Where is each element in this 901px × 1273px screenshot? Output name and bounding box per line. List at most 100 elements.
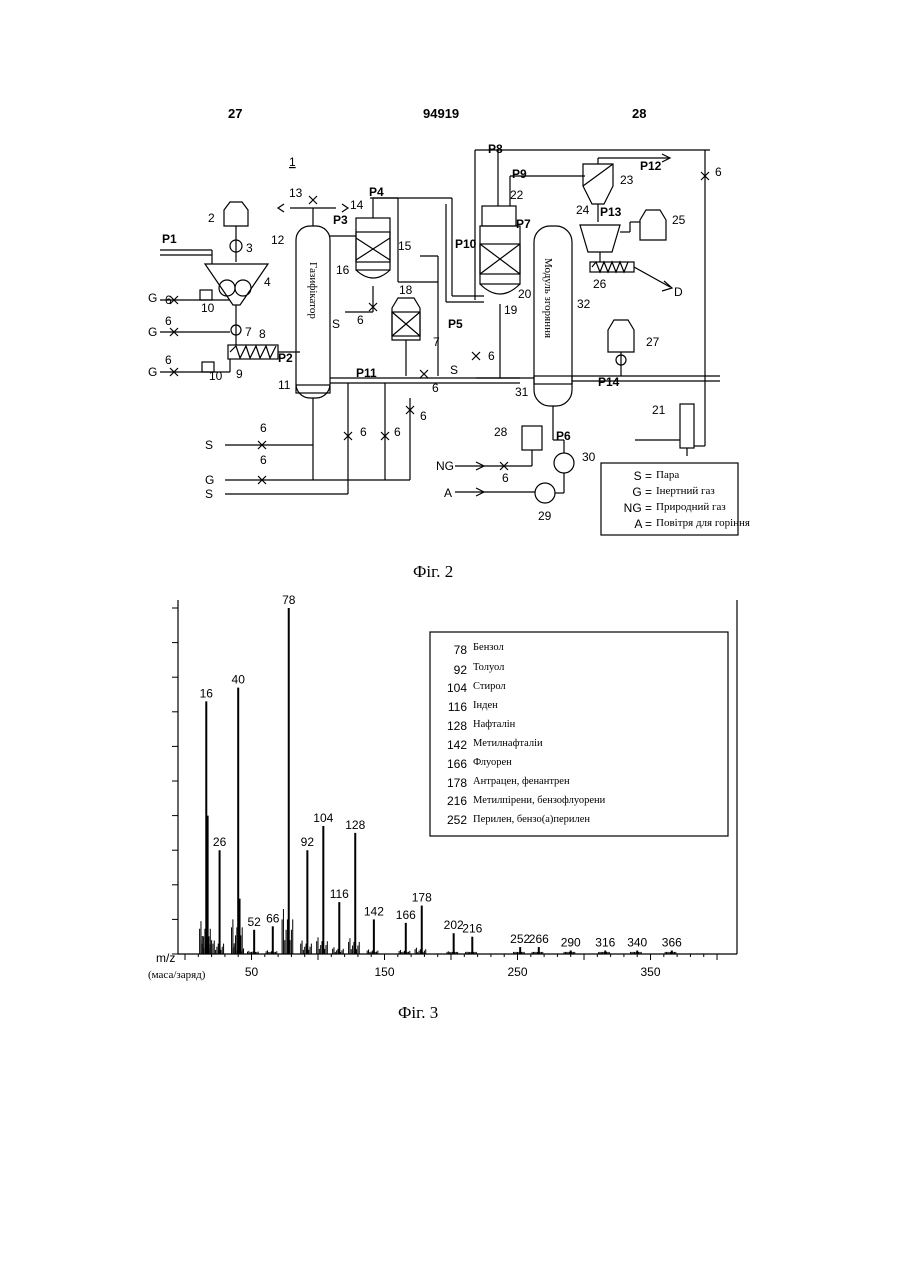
- peak-label: 128: [345, 818, 365, 832]
- num-30: 30: [582, 450, 596, 464]
- combustion-label: Модуль згоряння: [542, 258, 554, 338]
- figure-2-caption: Фіг. 2: [413, 562, 453, 582]
- unit-21: [680, 404, 694, 448]
- peak-label: 92: [301, 835, 315, 849]
- input-G3: G: [148, 365, 157, 379]
- hopper-2: [224, 202, 248, 226]
- peak-label: 202: [444, 918, 464, 932]
- num-22: 22: [510, 188, 524, 202]
- blower-29: [535, 483, 555, 503]
- legend-mz: 104: [447, 681, 467, 695]
- input-G1: G: [148, 291, 157, 305]
- num-25: 25: [672, 213, 686, 227]
- figure-number-mark: 1: [289, 155, 296, 169]
- num-10a: 10: [201, 301, 215, 315]
- num-27: 27: [646, 335, 660, 349]
- legend-mz: 128: [447, 719, 467, 733]
- peak-label: 66: [266, 911, 280, 925]
- num-18: 18: [399, 283, 413, 297]
- peak-label: 266: [529, 932, 549, 946]
- num-6l: 6: [502, 471, 509, 485]
- input-S3: S: [332, 317, 340, 331]
- peak-label: 290: [561, 936, 581, 950]
- figure-3-caption: Фіг. 3: [398, 1003, 438, 1023]
- peak-label: 166: [396, 908, 416, 922]
- peak-label: 142: [364, 904, 384, 918]
- stream-P6: P6: [556, 429, 571, 443]
- cyclone-23: [583, 164, 613, 204]
- legend-mz: 216: [447, 794, 467, 808]
- peak-label: 116: [330, 887, 349, 901]
- input-labels: G G G S G S S S NG A D: [148, 285, 683, 501]
- fig2-legend: S = Пара G = Інертний газ NG = Природний…: [624, 469, 750, 531]
- input-G4: G: [205, 473, 214, 487]
- num-15: 15: [398, 239, 412, 253]
- legend-text-S: Пара: [656, 469, 679, 481]
- num-4: 4: [264, 275, 271, 289]
- legend-compound: Флуорен: [473, 757, 512, 768]
- num-6i: 6: [420, 409, 427, 423]
- peak-label: 16: [200, 686, 214, 700]
- legend-key-NG: NG =: [624, 501, 652, 515]
- num-6a: 6: [165, 293, 172, 307]
- silo-27: [608, 320, 634, 352]
- stream-P2: P2: [278, 351, 293, 365]
- legend-compound: Стирол: [473, 681, 506, 692]
- legend-compound: Метилнафталіи: [473, 738, 543, 749]
- stream-P14: P14: [598, 375, 620, 389]
- num-6g: 6: [360, 425, 367, 439]
- num-16: 16: [336, 263, 350, 277]
- num-20: 20: [518, 287, 532, 301]
- stream-P1: P1: [162, 232, 177, 246]
- num-6m: 6: [715, 165, 722, 179]
- input-S4: S: [450, 363, 458, 377]
- peak-label: 52: [247, 915, 261, 929]
- heater-30: [554, 453, 574, 473]
- num-29: 29: [538, 509, 552, 523]
- legend-compound: Антрацен, фенантрен: [473, 776, 570, 787]
- num-8: 8: [259, 327, 266, 341]
- gasifier-label: Газифікатор: [307, 262, 319, 319]
- mass-spectrum-chart: 50150250350 1626405266789210411612814216…: [0, 590, 901, 990]
- num-12: 12: [271, 233, 285, 247]
- unit-24: [580, 225, 620, 252]
- num-13: 13: [289, 186, 303, 200]
- x-axis-ticks: 50150250350: [185, 954, 717, 979]
- silo-25: [640, 210, 666, 240]
- legend-compound: Бензол: [473, 642, 504, 653]
- legend-compound: Метилпірени, бензофлуорени: [473, 795, 606, 806]
- num-19: 19: [504, 303, 518, 317]
- stream-P11: P11: [356, 366, 377, 380]
- num-6b: 6: [165, 314, 172, 328]
- legend-text-NG: Природний газ: [656, 501, 726, 513]
- num-23: 23: [620, 173, 634, 187]
- legend-mz: 166: [447, 757, 467, 771]
- input-G2: G: [148, 325, 157, 339]
- legend-mz: 78: [454, 643, 468, 657]
- input-S1: S: [205, 438, 213, 452]
- num-11: 11: [278, 378, 291, 392]
- peak-label: 78: [282, 593, 296, 607]
- stream-P13: P13: [600, 205, 622, 219]
- legend-compound: Інден: [473, 700, 498, 711]
- num-6j: 6: [432, 381, 439, 395]
- stream-P8: P8: [488, 142, 503, 156]
- input-NG: NG: [436, 459, 454, 473]
- x-tick-label: 350: [641, 965, 661, 979]
- input-S2: S: [205, 487, 213, 501]
- input-A: A: [444, 486, 452, 500]
- num-10b: 10: [209, 369, 223, 383]
- peak-label: 340: [627, 936, 647, 950]
- num-6h: 6: [394, 425, 401, 439]
- peak-label: 40: [232, 673, 246, 687]
- num-9: 9: [236, 367, 243, 381]
- feed-funnel-4: [205, 264, 268, 305]
- legend-mz: 252: [447, 813, 467, 827]
- peak-label: 104: [313, 811, 333, 825]
- legend-compound: Толуол: [473, 662, 504, 673]
- unit-22: [482, 206, 516, 226]
- peak-label: 316: [595, 936, 615, 950]
- x-tick-label: 50: [245, 965, 259, 979]
- legend-text-G: Інертний газ: [656, 485, 715, 497]
- num-26: 26: [593, 277, 607, 291]
